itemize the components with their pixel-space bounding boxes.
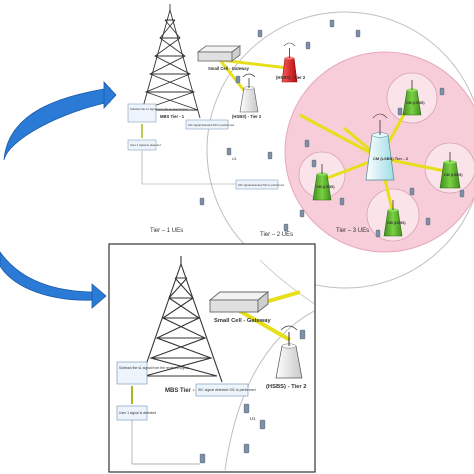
hsbs-red-base-station <box>281 42 298 83</box>
cm-label: CM (LSBS) <box>316 185 335 189</box>
detect-note: User 1 signal is detected <box>119 411 156 415</box>
cm-label: CM (LSBS) <box>387 221 406 225</box>
bottom-zoom-panel: Small Cell - Gateway (HSBS) - Tier 2 Sub… <box>108 243 316 473</box>
tier2-label: Tier – 2 UEs <box>260 232 293 238</box>
hsbs-grey-label: (HSBS) - Tier 2 <box>232 114 262 119</box>
backhaul-link <box>237 308 291 342</box>
subtract-note-box <box>127 103 157 123</box>
tier1-label: Tier – 1 UEs <box>150 228 183 234</box>
gateway-label: Small Cell - Gateway <box>214 318 271 324</box>
cm-label: CM (LSBS) <box>444 173 463 177</box>
ue-label: U1 <box>232 157 237 161</box>
gateway-label: Small Cell - Gateway <box>208 66 250 71</box>
cm-label: CM (LSBS) <box>406 101 425 105</box>
lsbs-center-base-station <box>365 113 395 181</box>
mbs-label: MBS Tier - 1 <box>165 388 200 394</box>
user-equipment-group <box>199 329 306 464</box>
ue-label: U1 <box>250 416 256 421</box>
sic-note-box <box>195 383 249 397</box>
mbs-label: MBS Tier - 1 <box>160 114 185 119</box>
macro-base-station-tower <box>139 4 201 119</box>
upper-arrow-head <box>103 80 117 110</box>
upper-flow-arrow <box>3 87 111 161</box>
small-cell-gateway <box>196 45 242 62</box>
detect-note: User 1 signal is detected <box>130 143 161 147</box>
flow-arrows <box>0 80 117 309</box>
hsbs-grey-base-station <box>239 73 259 113</box>
hsbs-label: (HSBS) - Tier 2 <box>266 384 306 390</box>
hsbs-red-label: (HSBS) - Tier 2 <box>276 75 306 80</box>
cm-base-station: CM (LSBS) <box>402 80 425 116</box>
lower-arrow-head <box>91 283 107 309</box>
sic-note-box <box>185 119 229 130</box>
cm-base-station: CM (LSBS) <box>439 152 463 189</box>
small-cell-gateway <box>208 291 270 313</box>
subtract-note-box <box>116 361 148 385</box>
subtract-note: Subtract the s1 signal from the received… <box>130 107 188 111</box>
user-equipment-group <box>199 19 465 238</box>
cm-base-station: CM (LSBS) <box>383 200 406 237</box>
tier3-label: Tier – 3 UEs <box>336 228 369 234</box>
lower-flow-arrow <box>0 251 97 301</box>
cm-base-station: CM (LSBS) <box>312 164 335 201</box>
lsbs-center-label: CM (LSBS) Tier - 3 <box>373 156 409 161</box>
sic-note: SIC signal detected SIC is performed <box>188 123 234 127</box>
sic-note-lower: SIC signal detected SIC is performed <box>238 183 284 187</box>
subtract-note: Subtract the s1 signal from the received… <box>119 366 189 370</box>
tier2-coverage-circle <box>206 11 474 289</box>
sic-note-box-lower <box>235 179 279 190</box>
sic-note: SIC signal detected SIC is performed <box>198 388 256 392</box>
top-panel: Small Cell - Gateway (HSBS) - Tier 2 (HS… <box>110 0 474 289</box>
hsbs-base-station <box>275 325 303 379</box>
